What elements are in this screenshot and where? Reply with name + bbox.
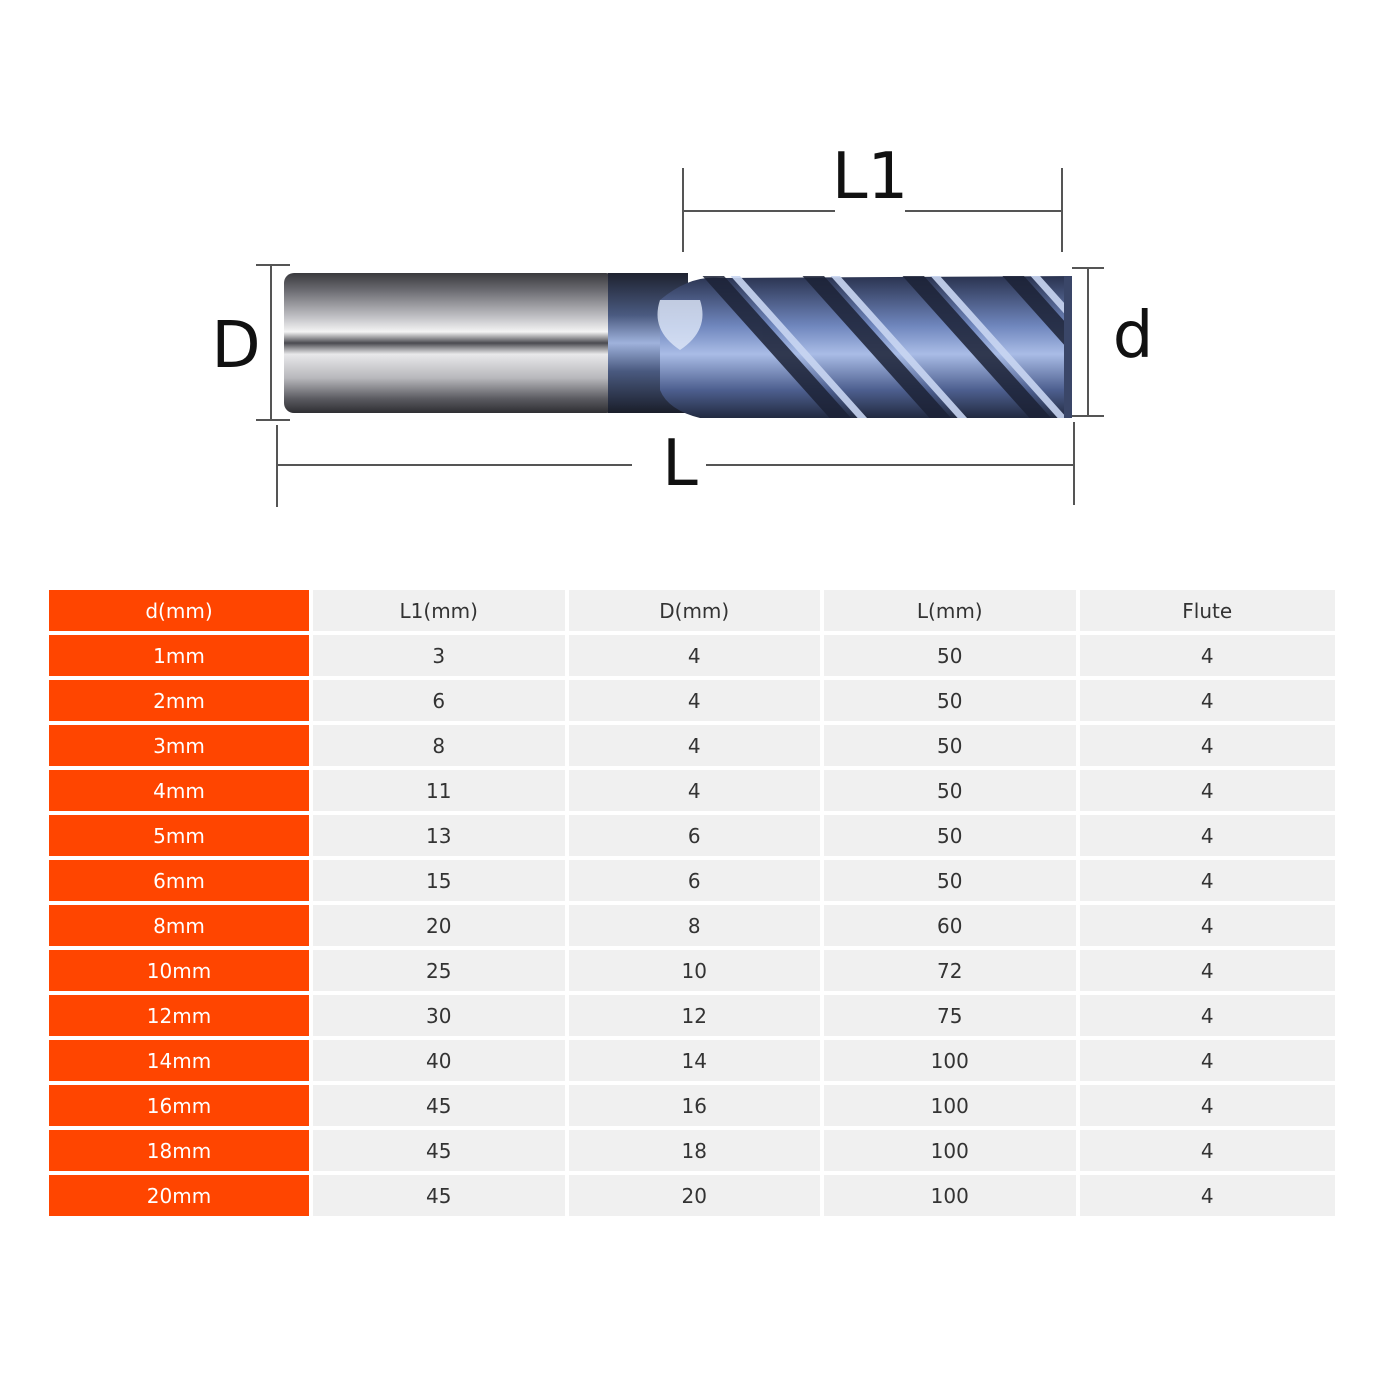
cell-l: 50 — [824, 635, 1080, 680]
cell-d: 12mm — [49, 995, 313, 1040]
cell-d: 4mm — [49, 770, 313, 815]
cell-flute: 4 — [1079, 905, 1335, 950]
cell-d: 18mm — [49, 1130, 313, 1175]
header-d: d(mm) — [49, 590, 313, 635]
label-shank-diameter: D — [211, 309, 260, 383]
cell-flute: 4 — [1079, 1175, 1335, 1216]
cell-d: 5mm — [49, 815, 313, 860]
cell-l1: 11 — [313, 770, 569, 815]
cell-l1: 3 — [313, 635, 569, 680]
header-shank-d: D(mm) — [568, 590, 824, 635]
cell-l1: 20 — [313, 905, 569, 950]
cell-l: 75 — [824, 995, 1080, 1040]
cell-l1: 45 — [313, 1175, 569, 1216]
cell-flute: 4 — [1079, 725, 1335, 770]
cell-flute: 4 — [1079, 995, 1335, 1040]
cell-flute: 4 — [1079, 815, 1335, 860]
cell-l: 100 — [824, 1175, 1080, 1216]
cell-flute: 4 — [1079, 950, 1335, 995]
cell-shank-d: 10 — [568, 950, 824, 995]
cell-l: 100 — [824, 1085, 1080, 1130]
cell-l1: 30 — [313, 995, 569, 1040]
cell-shank-d: 12 — [568, 995, 824, 1040]
cell-l1: 45 — [313, 1130, 569, 1175]
cell-l1: 40 — [313, 1040, 569, 1085]
cell-shank-d: 14 — [568, 1040, 824, 1085]
cell-shank-d: 4 — [568, 680, 824, 725]
cell-l: 100 — [824, 1130, 1080, 1175]
cell-d: 2mm — [49, 680, 313, 725]
cell-shank-d: 4 — [568, 725, 824, 770]
cell-shank-d: 8 — [568, 905, 824, 950]
label-flute-length: L1 — [832, 140, 908, 214]
cell-d: 20mm — [49, 1175, 313, 1216]
header-l1: L1(mm) — [313, 590, 569, 635]
end-mill-dimension-diagram: L1 D d L — [211, 140, 1154, 507]
cell-shank-d: 6 — [568, 860, 824, 905]
cell-l1: 8 — [313, 725, 569, 770]
dimension-lines — [256, 168, 1104, 507]
cell-d: 16mm — [49, 1085, 313, 1130]
cell-d: 14mm — [49, 1040, 313, 1085]
cell-l: 50 — [824, 860, 1080, 905]
cell-l: 50 — [824, 680, 1080, 725]
header-flute: Flute — [1079, 590, 1335, 635]
tool-shank — [284, 273, 616, 413]
cell-flute: 4 — [1079, 1085, 1335, 1130]
cell-l1: 25 — [313, 950, 569, 995]
cell-shank-d: 6 — [568, 815, 824, 860]
cell-l: 50 — [824, 770, 1080, 815]
cell-l: 60 — [824, 905, 1080, 950]
cell-d: 8mm — [49, 905, 313, 950]
cell-shank-d: 4 — [568, 770, 824, 815]
cell-l1: 45 — [313, 1085, 569, 1130]
label-overall-length: L — [662, 427, 698, 501]
tool-flutes — [657, 276, 1072, 418]
cell-flute: 4 — [1079, 635, 1335, 680]
cell-d: 6mm — [49, 860, 313, 905]
cell-l: 50 — [824, 815, 1080, 860]
cell-flute: 4 — [1079, 770, 1335, 815]
cell-l: 72 — [824, 950, 1080, 995]
cell-d: 3mm — [49, 725, 313, 770]
cell-shank-d: 16 — [568, 1085, 824, 1130]
cell-flute: 4 — [1079, 860, 1335, 905]
cell-l1: 13 — [313, 815, 569, 860]
cell-flute: 4 — [1079, 680, 1335, 725]
table-header-row: d(mm) L1(mm) D(mm) L(mm) Flute — [49, 590, 1335, 635]
header-l: L(mm) — [824, 590, 1080, 635]
label-cutter-diameter: d — [1113, 299, 1154, 373]
cell-l1: 15 — [313, 860, 569, 905]
cell-l1: 6 — [313, 680, 569, 725]
cell-shank-d: 20 — [568, 1175, 824, 1216]
cell-d: 1mm — [49, 635, 313, 680]
cell-d: 10mm — [49, 950, 313, 995]
cell-flute: 4 — [1079, 1130, 1335, 1175]
cell-flute: 4 — [1079, 1040, 1335, 1085]
cell-l: 50 — [824, 725, 1080, 770]
cell-shank-d: 18 — [568, 1130, 824, 1175]
cell-shank-d: 4 — [568, 635, 824, 680]
cell-l: 100 — [824, 1040, 1080, 1085]
